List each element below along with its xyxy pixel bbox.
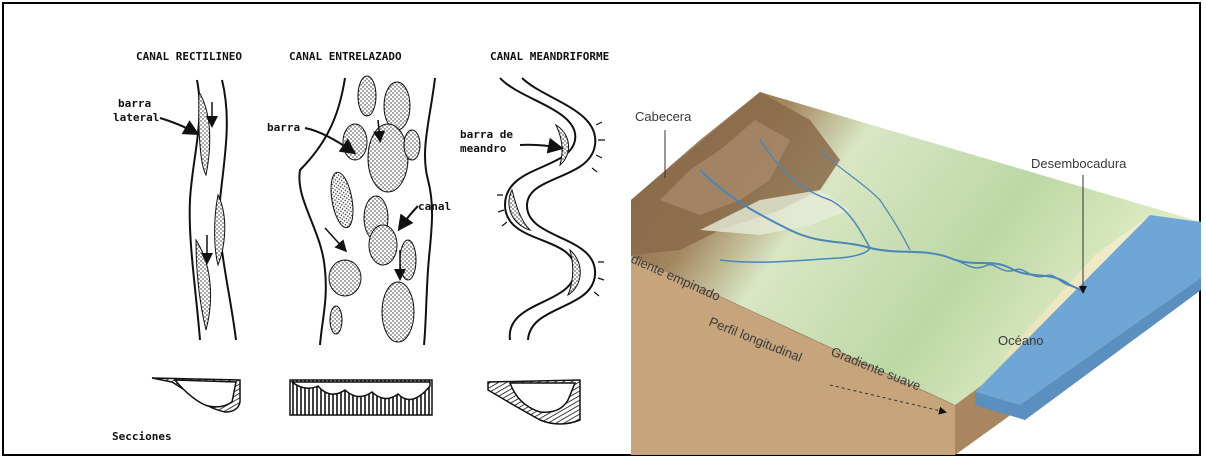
label-meander-bar-2: meandro	[460, 142, 507, 155]
label-mouth: Desembocadura	[1031, 156, 1127, 171]
label-ocean: Océano	[998, 333, 1044, 348]
label-bar: barra	[267, 121, 300, 134]
section-straight-channel	[175, 380, 236, 407]
braided-bar	[330, 306, 342, 334]
label-headwaters: Cabecera	[635, 109, 692, 124]
label-pointer-arrow	[400, 206, 418, 228]
braided-bar	[358, 76, 376, 116]
label-meander-bar: barra de	[460, 128, 513, 141]
label-pointer-arrow	[520, 145, 560, 148]
label-lateral-bar-2: lateral	[113, 111, 159, 124]
braided-bar	[329, 260, 361, 296]
meandering-channel-diagram: CANAL MEANDRIFORME barra de meandro	[460, 50, 609, 340]
braided-bar	[343, 124, 367, 160]
label-sections: Secciones	[112, 430, 172, 443]
braided-bar	[384, 82, 410, 130]
title-straight-channel: CANAL RECTILINEO	[136, 50, 242, 63]
braided-bar	[400, 240, 416, 280]
braided-channel-diagram: CANAL ENTRELAZADO barra canal	[267, 50, 451, 345]
meander-right-bank	[522, 78, 595, 340]
label-lateral-bar: barra	[118, 97, 151, 110]
braided-bar	[327, 171, 356, 230]
cross-sections: Secciones	[112, 378, 580, 443]
lateral-bar-upper	[199, 92, 210, 175]
label-pointer-arrow	[160, 118, 196, 133]
title-meandering-channel: CANAL MEANDRIFORME	[490, 50, 609, 63]
braided-bar	[369, 225, 397, 265]
river-block-diagram: Cabecera Desembocadura diente empinado P…	[629, 92, 1201, 455]
braided-bar	[382, 282, 414, 342]
braided-bar	[368, 124, 408, 192]
label-channel: canal	[418, 200, 451, 213]
title-braided-channel: CANAL ENTRELAZADO	[289, 50, 402, 63]
straight-channel-diagram: CANAL RECTILINEO barra lateral	[113, 50, 242, 340]
flow-arrow	[325, 228, 345, 250]
braided-bar	[404, 130, 420, 160]
